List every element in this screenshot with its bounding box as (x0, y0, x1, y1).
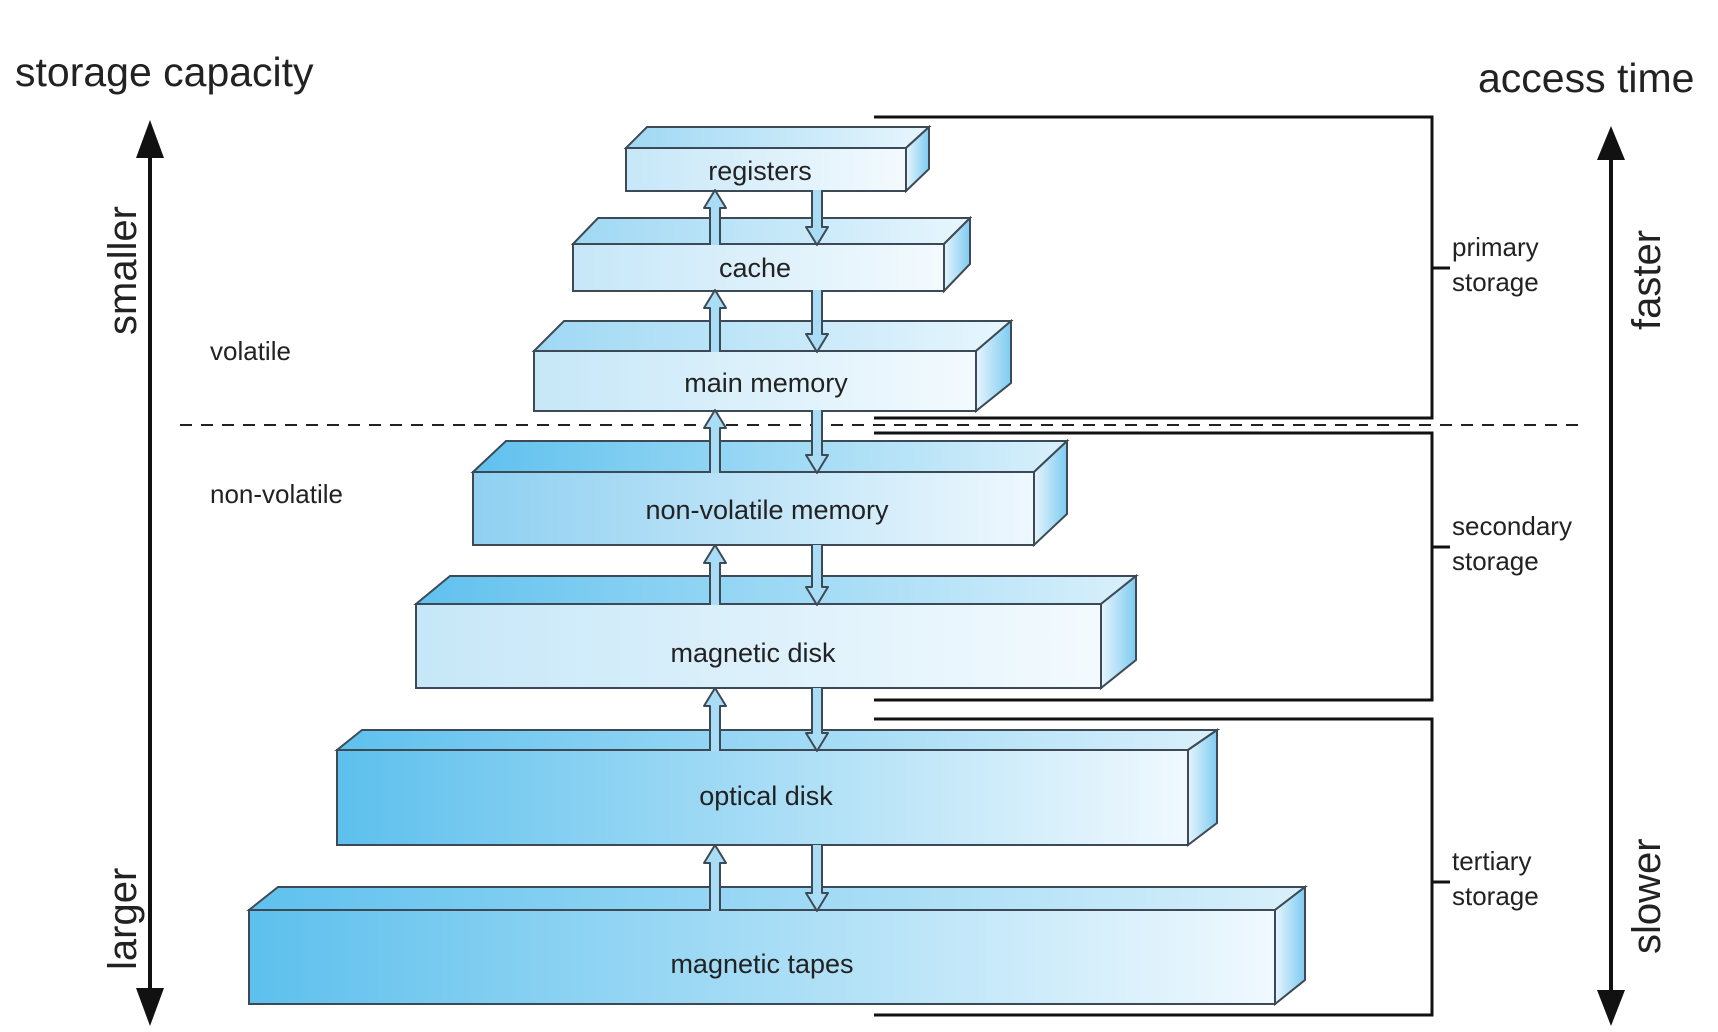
level-magnetic-tapes-label: magnetic tapes (670, 949, 853, 979)
level-magnetic-disk-label: magnetic disk (670, 638, 836, 668)
volatility-regions: volatile non-volatile (180, 336, 1585, 509)
level-cache: cache (570, 215, 973, 294)
right-axis-up-arrowhead (1597, 126, 1625, 160)
level-registers-top (623, 126, 932, 149)
transfer-arrows (703, 189, 829, 912)
storage-brackets: primary storage secondary storage tertia… (874, 115, 1572, 1017)
tertiary-storage-bracket (874, 717, 1434, 1017)
right-axis-down-arrowhead (1597, 990, 1625, 1026)
left-axis-title: storage capacity (15, 49, 314, 95)
up-transfer-arrow-1 (703, 189, 727, 245)
down-transfer-arrow-6 (805, 845, 829, 912)
level-main-memory-label: main memory (684, 368, 848, 398)
level-magnetic-disk-front (415, 603, 1102, 689)
level-main-memory: main memory (531, 318, 1014, 414)
non-volatile-label: non-volatile (210, 479, 343, 509)
up-transfer-arrow-5 (703, 687, 727, 751)
left-axis-top-label: smaller (101, 206, 145, 335)
left-axis-down-arrowhead (136, 988, 164, 1026)
left-axis-up-arrowhead (136, 120, 164, 158)
level-optical-disk-top (334, 729, 1221, 751)
right-axis-title: access time (1478, 55, 1694, 101)
level-non-volatile-memory-front (472, 471, 1035, 546)
level-registers-label: registers (708, 156, 812, 186)
secondary-storage-bracket (874, 431, 1434, 702)
right-axis: access time faster slower (1478, 55, 1694, 1026)
down-transfer-arrow-3 (805, 410, 829, 474)
up-transfer-arrow-2 (703, 289, 727, 352)
level-optical-disk-side (1187, 728, 1218, 848)
down-transfer-arrow-5 (805, 688, 829, 752)
level-magnetic-tapes-top (246, 886, 1308, 911)
down-transfer-arrow-2 (805, 290, 829, 353)
down-transfer-arrow-1 (805, 190, 829, 246)
left-axis: storage capacity smaller larger (15, 49, 314, 1026)
secondary-storage-label-line2: storage (1452, 546, 1539, 576)
level-non-volatile-memory-label: non-volatile memory (645, 495, 889, 525)
level-cache-top (570, 217, 973, 245)
level-optical-disk-label: optical disk (699, 781, 833, 811)
primary-storage-label-line1: primary (1452, 232, 1539, 262)
right-axis-bottom-label: slower (1625, 838, 1669, 954)
level-cache-label: cache (719, 253, 791, 283)
level-magnetic-tapes: magnetic tapes (246, 884, 1308, 1007)
level-main-memory-front (533, 350, 977, 412)
up-transfer-arrow-4 (703, 544, 727, 605)
storage-levels: registers cache main memory non-volatile… (246, 124, 1308, 1007)
secondary-storage-label-line1: secondary (1452, 511, 1572, 541)
left-axis-bottom-label: larger (101, 868, 145, 970)
level-optical-disk-front (336, 749, 1189, 846)
level-main-memory-top (531, 320, 1014, 352)
right-axis-top-label: faster (1625, 230, 1669, 330)
level-non-volatile-memory: non-volatile memory (470, 438, 1070, 548)
up-transfer-arrow-6 (703, 844, 727, 911)
level-cache-front (572, 243, 945, 292)
up-transfer-arrow-3 (703, 409, 727, 473)
level-magnetic-disk-top (413, 575, 1139, 605)
level-registers-front (625, 147, 907, 192)
down-transfer-arrow-4 (805, 545, 829, 606)
level-optical-disk: optical disk (334, 728, 1221, 848)
tertiary-storage-label-line1: tertiary (1452, 846, 1531, 876)
level-registers: registers (623, 124, 932, 194)
level-non-volatile-memory-top (470, 440, 1070, 473)
tertiary-storage-label-line2: storage (1452, 881, 1539, 911)
level-magnetic-tapes-front (248, 909, 1276, 1005)
volatile-label: volatile (210, 336, 291, 366)
level-magnetic-disk: magnetic disk (413, 573, 1139, 691)
primary-storage-label-line2: storage (1452, 267, 1539, 297)
